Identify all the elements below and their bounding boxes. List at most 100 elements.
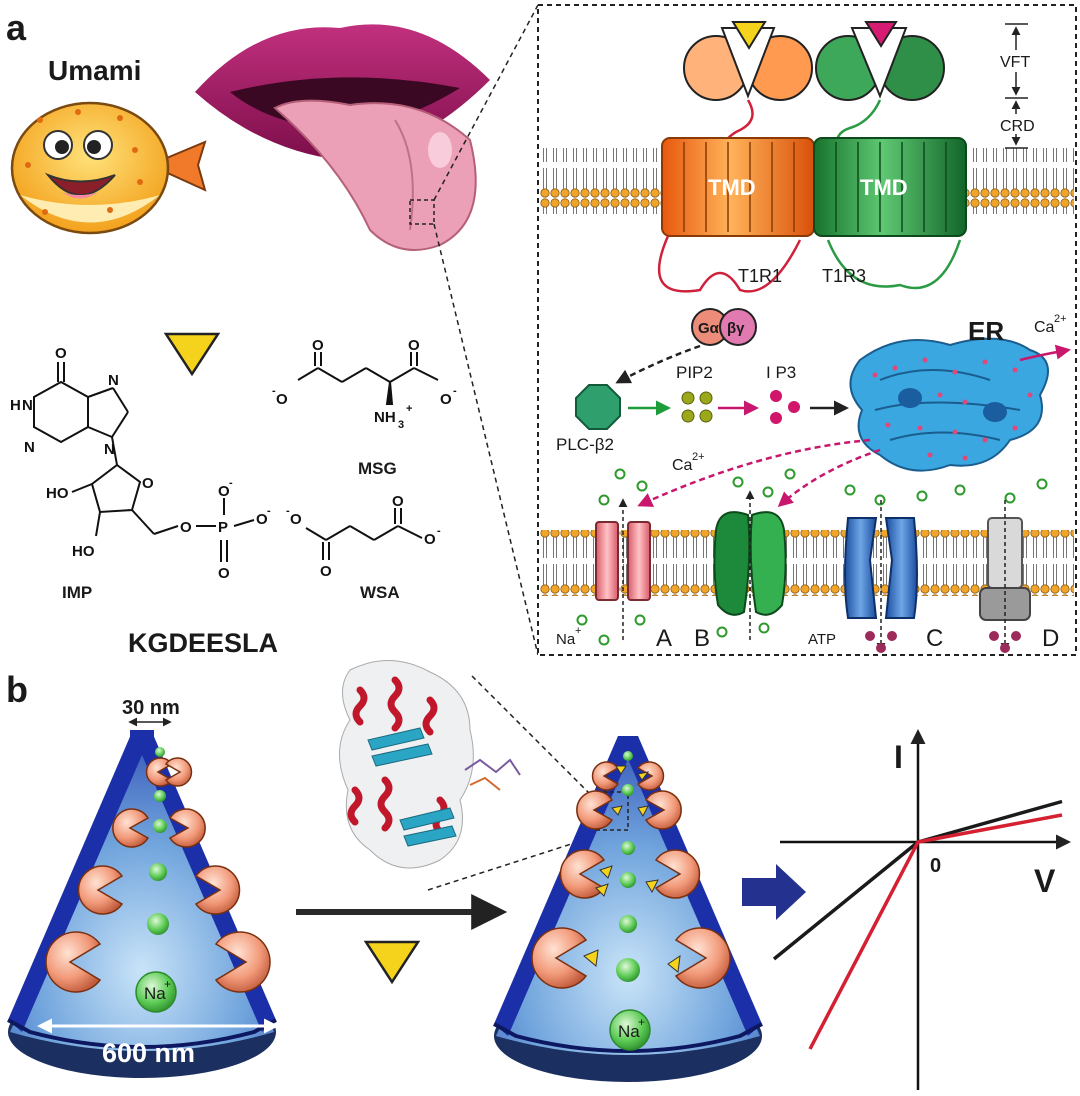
msg-minus-left: -: [272, 385, 276, 397]
cyto-ca-label: Ca: [672, 457, 693, 474]
msg-nh-plus: +: [406, 403, 412, 415]
er-ca-release-arrow: [1019, 344, 1071, 362]
ip3-label: I P3: [766, 363, 796, 382]
msg-label: MSG: [358, 459, 397, 478]
channel-a-label: A: [656, 625, 672, 652]
imp-o-right: O: [256, 511, 268, 528]
tip-size-label: 30 nm: [122, 697, 180, 719]
umami-title: Umami: [48, 55, 141, 86]
zoom-line-bottom: [433, 223, 539, 656]
ligand-added-icon: [363, 940, 421, 985]
imp-n2: N: [24, 439, 35, 456]
t1r3-tmd: [813, 137, 967, 237]
wsa-o-right: O: [424, 531, 436, 548]
imp-ho-1: HO: [46, 485, 69, 502]
channel-c-label: C: [926, 625, 943, 652]
sodium-ions-panel-a: [576, 468, 1048, 646]
er-ca-sup: 2+: [1054, 313, 1067, 325]
imp-n3: N: [108, 372, 119, 389]
imp-p: P: [218, 519, 228, 536]
vft-crd-dimension: [1005, 23, 1028, 149]
imp-minus-2: -: [267, 505, 271, 517]
imp-ho-2: HO: [72, 543, 95, 560]
t1r1-intracellular-loop: [658, 235, 802, 293]
imp-label: IMP: [62, 583, 92, 602]
pufferfish-illustration: [10, 101, 207, 235]
na-sup: +: [575, 625, 581, 637]
right-na-label: Na: [618, 1022, 640, 1041]
imp-o-top: O: [55, 345, 67, 362]
imp-o-down: O: [218, 565, 230, 582]
left-na-sup: +: [164, 977, 171, 991]
peptide-label: KGDEESLA: [128, 628, 278, 658]
imp-h: H: [10, 397, 21, 414]
g-beta-gamma-subunit: [719, 308, 757, 346]
na-label: Na: [556, 631, 576, 648]
t1r1-tmd: [661, 137, 815, 237]
msg-o-left: O: [276, 391, 288, 408]
ca-to-channel-b-arrow: [777, 448, 881, 507]
imp-structure: [33, 362, 255, 562]
g-to-plc-arrow: [615, 344, 701, 384]
msg-nh-sub: 3: [398, 419, 404, 431]
t1r1-label: T1R1: [738, 266, 782, 286]
ca-to-channel-a-arrow: [637, 438, 871, 507]
iv-curve-chart: I V 0: [772, 729, 1071, 1090]
endoplasmic-reticulum: [849, 337, 1049, 472]
crd-label: CRD: [1000, 118, 1035, 135]
atp-label: ATP: [808, 631, 836, 648]
iv-series-group: [772, 799, 1063, 1050]
zoom-line-upper: [471, 675, 593, 797]
iv-series-line-2: [808, 813, 1063, 1050]
plc-label: PLC-β2: [556, 435, 614, 454]
v-axis-label: V: [1034, 863, 1056, 899]
imp-minus-1: -: [229, 477, 233, 489]
panel-b-label: b: [6, 669, 28, 710]
t1r3-label: T1R3: [822, 266, 866, 286]
imp-o-up: O: [218, 483, 230, 500]
wsa-o-bottom: O: [320, 563, 332, 580]
base-size-label: 600 nm: [102, 1038, 195, 1068]
wsa-o-top: O: [392, 493, 404, 510]
t1r3-intracellular-loop: [826, 239, 962, 290]
t1r3-vft-domain: [815, 21, 945, 101]
panel-a-label: a: [6, 7, 27, 48]
msg-o-top-left: O: [312, 337, 324, 354]
wsa-minus-right: -: [437, 525, 441, 537]
bound-ligands-right-cone: [583, 765, 681, 973]
origin-label: 0: [930, 855, 941, 877]
channel-b: [713, 490, 787, 640]
ions-right-cone: [609, 751, 651, 1051]
plc-beta2-enzyme: [575, 384, 621, 430]
imp-n1: N: [22, 397, 33, 414]
wsa-label: WSA: [360, 583, 400, 602]
er-label: ER: [968, 316, 1004, 346]
right-na-sup: +: [638, 1015, 645, 1029]
wsa-structure: [305, 508, 423, 560]
ip3-molecules: [770, 390, 800, 424]
g-beta-gamma-label: βγ: [727, 320, 745, 337]
g-alpha-label: Gα: [698, 320, 720, 337]
pip2-molecules: [681, 391, 713, 423]
zoom-line-top: [433, 4, 539, 201]
atp-molecules: [865, 631, 1021, 653]
result-arrow: [742, 864, 806, 920]
imp-o-link: O: [180, 519, 192, 536]
imp-n4: N: [104, 441, 115, 458]
wsa-o-left: O: [290, 511, 302, 528]
imp-o-ring: O: [142, 475, 154, 492]
receptors-left-cone: [45, 757, 271, 993]
umami-ligand-icon: [163, 332, 221, 377]
t1r1-vft-domain: [683, 21, 813, 101]
channel-c: [844, 500, 918, 652]
pip2-label: PIP2: [676, 363, 713, 382]
channel-d: [979, 500, 1031, 652]
ions-left-cone: [135, 747, 177, 1013]
channel-d-label: D: [1042, 625, 1059, 652]
msg-nh: NH: [374, 409, 396, 426]
left-na-label: Na: [144, 984, 166, 1003]
msg-structure: [297, 352, 439, 405]
er-ca-label: Ca: [1034, 319, 1055, 336]
msg-minus-right: -: [453, 385, 457, 397]
channel-a: [595, 498, 651, 640]
